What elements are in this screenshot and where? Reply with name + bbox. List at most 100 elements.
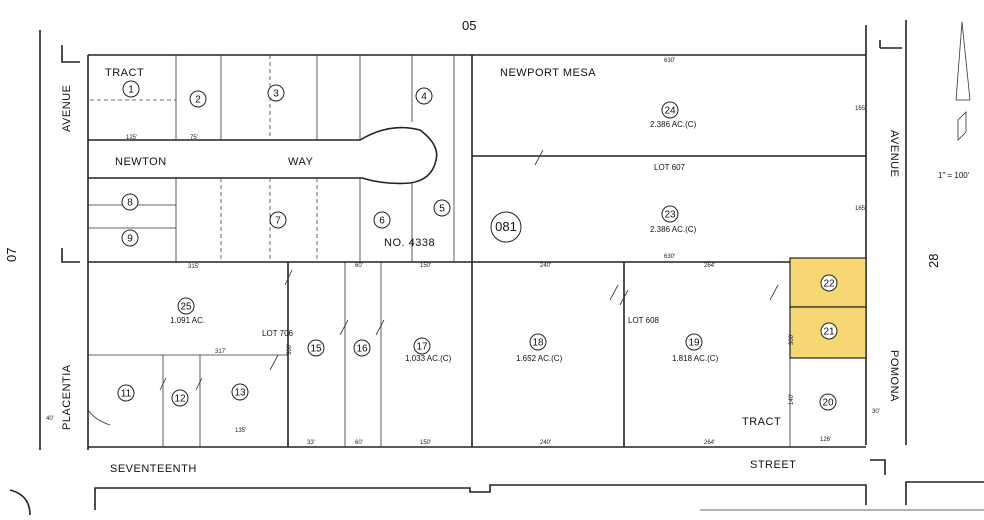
label-tract-bottom: TRACT [742,416,781,428]
label-lot-608: LOT 608 [628,316,660,325]
parcel-circle-13[interactable] [231,383,249,401]
north-arrow-icon [955,21,971,141]
dim-label: 315' [188,264,199,270]
dim-label: 317' [215,349,226,355]
street-way: WAY [288,156,313,168]
parcel-circle-8[interactable] [121,193,139,211]
area-p17: 1.033 AC.(C) [405,354,452,363]
dim-label: 300' [287,344,293,355]
parcel-number-19: 19 [688,338,700,349]
street-pomona: POMONA [888,350,900,402]
parcel-number-23: 23 [664,210,676,221]
dim-label: 60' [355,440,363,446]
dim-label: 140' [789,394,795,405]
parcel-circle-24[interactable] [661,101,679,119]
dimension-labels: 630' 630' 165' 165' 240' 240' 264' 264' … [46,58,880,446]
dim-label: 300' [789,334,795,345]
parcel-number-25: 25 [180,302,192,313]
map-ref-left: 07 [4,248,19,262]
parcel-circle-7[interactable] [269,211,287,229]
street-seventeenth: SEVENTEENTH [110,463,197,475]
lot-tick-marks [159,149,779,391]
parcel-circle-12[interactable] [171,389,189,407]
dim-label: 150' [420,263,431,269]
parcel-circle-3[interactable] [267,84,285,102]
label-lot-706: LOT 706 [262,329,294,338]
street-avenue-right: AVENUE [888,130,900,177]
parcel-circle-15[interactable] [307,339,325,357]
block-outlines [87,54,866,447]
dim-label: 165' [855,206,866,212]
dim-label: 630' [664,58,675,64]
parcel-circle-9[interactable] [121,229,139,247]
parcel-number-17: 17 [416,342,428,353]
parcel-number-21: 21 [823,327,835,338]
parcel-circle-1[interactable] [122,80,140,98]
street-placentia: PLACENTIA [61,364,73,430]
parcel-number-16: 16 [356,344,368,355]
parcel-number-22: 22 [823,279,835,290]
parcel-circle-6[interactable] [373,211,391,229]
parcel-circle-23[interactable] [661,205,679,223]
parcel-circle-11[interactable] [117,384,135,402]
parcel-number-8: 8 [127,198,133,209]
map-ref-top: 05 [462,18,476,33]
map-ref-circle [490,211,522,243]
dim-label: 126' [820,437,831,443]
parcel-number-12: 12 [174,394,186,405]
parcel-number-11: 11 [121,389,132,400]
street-newton: NEWTON [115,156,167,168]
parcel-number-3: 3 [273,89,279,100]
parcel-number-24: 24 [664,106,676,117]
street-street: STREET [750,459,796,471]
parcel-number-7: 7 [275,216,281,227]
dim-label: 165' [855,106,866,112]
dim-label: 125' [126,135,137,141]
dim-label: 40' [46,416,54,422]
parcel-number-6: 6 [379,216,385,227]
area-p23: 2.386 AC.(C) [650,225,697,234]
parcel-circle-21[interactable] [820,322,838,340]
parcel-number-9: 9 [127,234,133,245]
dim-label: 264' [704,440,715,446]
parcel-circle-5[interactable] [433,199,451,217]
parcel-circle-16[interactable] [353,339,371,357]
parcel-circle-2[interactable] [189,90,207,108]
parcel-circle-25[interactable] [177,297,195,315]
area-p18: 1.652 AC.(C) [516,354,563,363]
parcel-circle-17[interactable] [413,337,431,355]
dim-label: 264' [704,263,715,269]
area-p25: 1.091 AC. [170,316,205,325]
dim-label: 630' [664,254,675,260]
dim-label: 60' [355,263,363,269]
label-tract-top: TRACT [105,67,144,79]
parcel-circle-22[interactable] [820,274,838,292]
street-lines [9,20,984,516]
parcel-number-13: 13 [234,388,246,399]
parcel-number-5: 5 [439,204,445,215]
parcel-number-2: 2 [195,95,201,106]
parcel-number-20: 20 [822,398,834,409]
dim-label: 30' [872,409,880,415]
area-p19: 1.818 AC.(C) [672,354,719,363]
dim-label: 150' [420,440,431,446]
map-ref-right: 28 [926,254,941,268]
parcel-number-4: 4 [421,92,427,103]
parcel-number-1: 1 [128,85,134,96]
street-avenue-left: AVENUE [61,85,73,132]
scale-label: 1" = 100' [938,171,970,180]
parcel-circle-20[interactable] [819,393,837,411]
parcel-number-18: 18 [532,338,544,349]
dim-label: 33' [307,440,315,446]
label-tract-no: NO. 4338 [384,237,435,249]
dim-label: 75' [190,135,198,141]
label-lot-607: LOT 607 [654,163,686,172]
area-p24: 2.386 AC.(C) [650,120,697,129]
parcel-circle-19[interactable] [685,333,703,351]
map-ref-center: 081 [495,219,517,234]
dim-label: 240' [540,440,551,446]
parcel-circle-4[interactable] [415,87,433,105]
parcel-circle-18[interactable] [529,333,547,351]
